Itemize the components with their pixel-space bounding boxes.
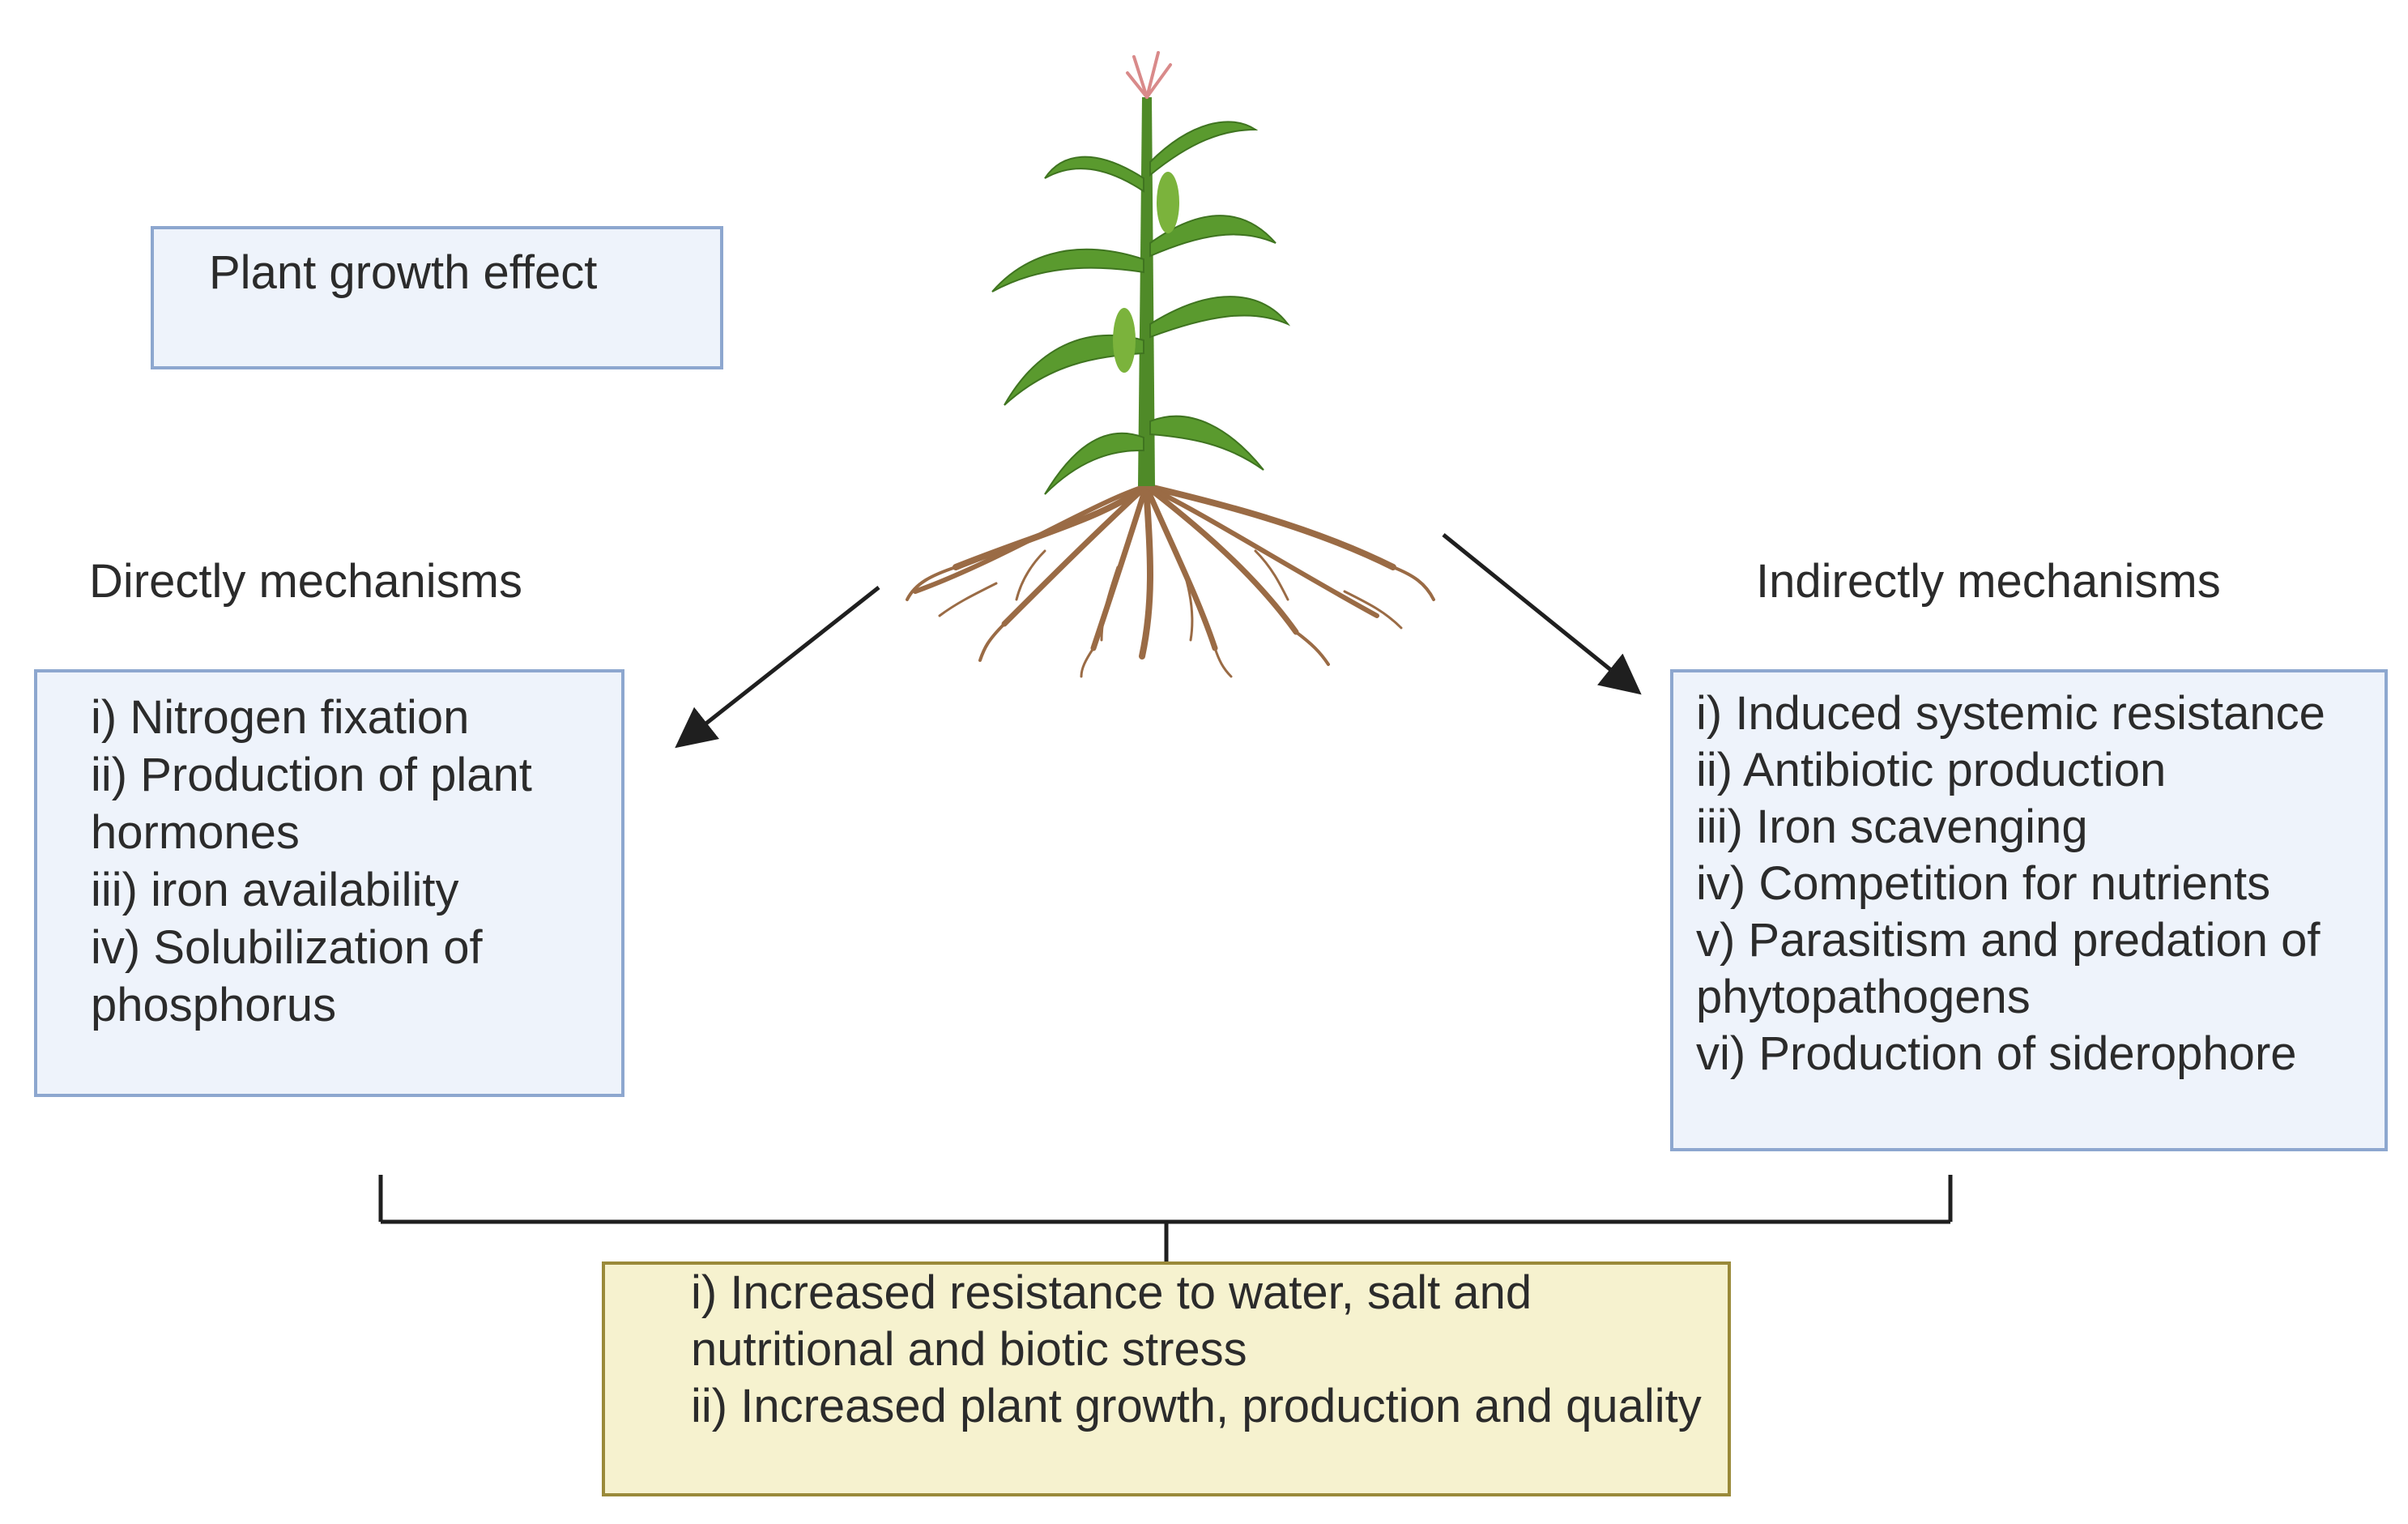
list-item: iv) Solubilization of phosphorus (91, 921, 483, 1031)
list-item: i) Induced systemic resistance (1696, 687, 2325, 740)
list-item: iii) iron availability (91, 864, 459, 916)
list-item: ii) Antibiotic production (1696, 744, 2167, 796)
direct-mechanisms-heading: Directly mechanisms (89, 555, 522, 608)
arrow-right-down-icon (1442, 533, 1642, 695)
list-item: vi) Production of siderophore (1696, 1027, 2297, 1080)
arrow-left-down-icon (675, 586, 880, 749)
list-item: i) Nitrogen fixation (91, 691, 470, 744)
direct-mechanisms-box: i) Nitrogen fixation ii) Production of p… (34, 669, 624, 1097)
bracket-connector (378, 1175, 1953, 1261)
list-item: ii) Production of plant hormones (91, 749, 532, 859)
list-item: v) Parasitism and predation of phytopath… (1696, 914, 2321, 1023)
outcome-list: i) Increased resistance to water, salt a… (691, 1265, 1720, 1435)
indirect-mechanisms-box: i) Induced systemic resistance ii) Antib… (1670, 669, 2388, 1151)
maize-plant-icon (906, 51, 1435, 678)
title-box: Plant growth effect (151, 226, 723, 369)
indirect-mechanisms-list: i) Induced systemic resistance ii) Antib… (1696, 685, 2385, 1082)
list-item: iii) Iron scavenging (1696, 800, 2088, 853)
diagram-title: Plant growth effect (209, 246, 598, 299)
direct-mechanisms-list: i) Nitrogen fixation ii) Production of p… (91, 689, 617, 1034)
outcome-box: i) Increased resistance to water, salt a… (602, 1261, 1731, 1496)
list-item: iv) Competition for nutrients (1696, 857, 2271, 910)
list-item: ii) Increased plant growth, production a… (691, 1380, 1702, 1432)
indirect-mechanisms-heading: Indirectly mechanisms (1756, 555, 2221, 608)
list-item: i) Increased resistance to water, salt a… (691, 1266, 1532, 1376)
